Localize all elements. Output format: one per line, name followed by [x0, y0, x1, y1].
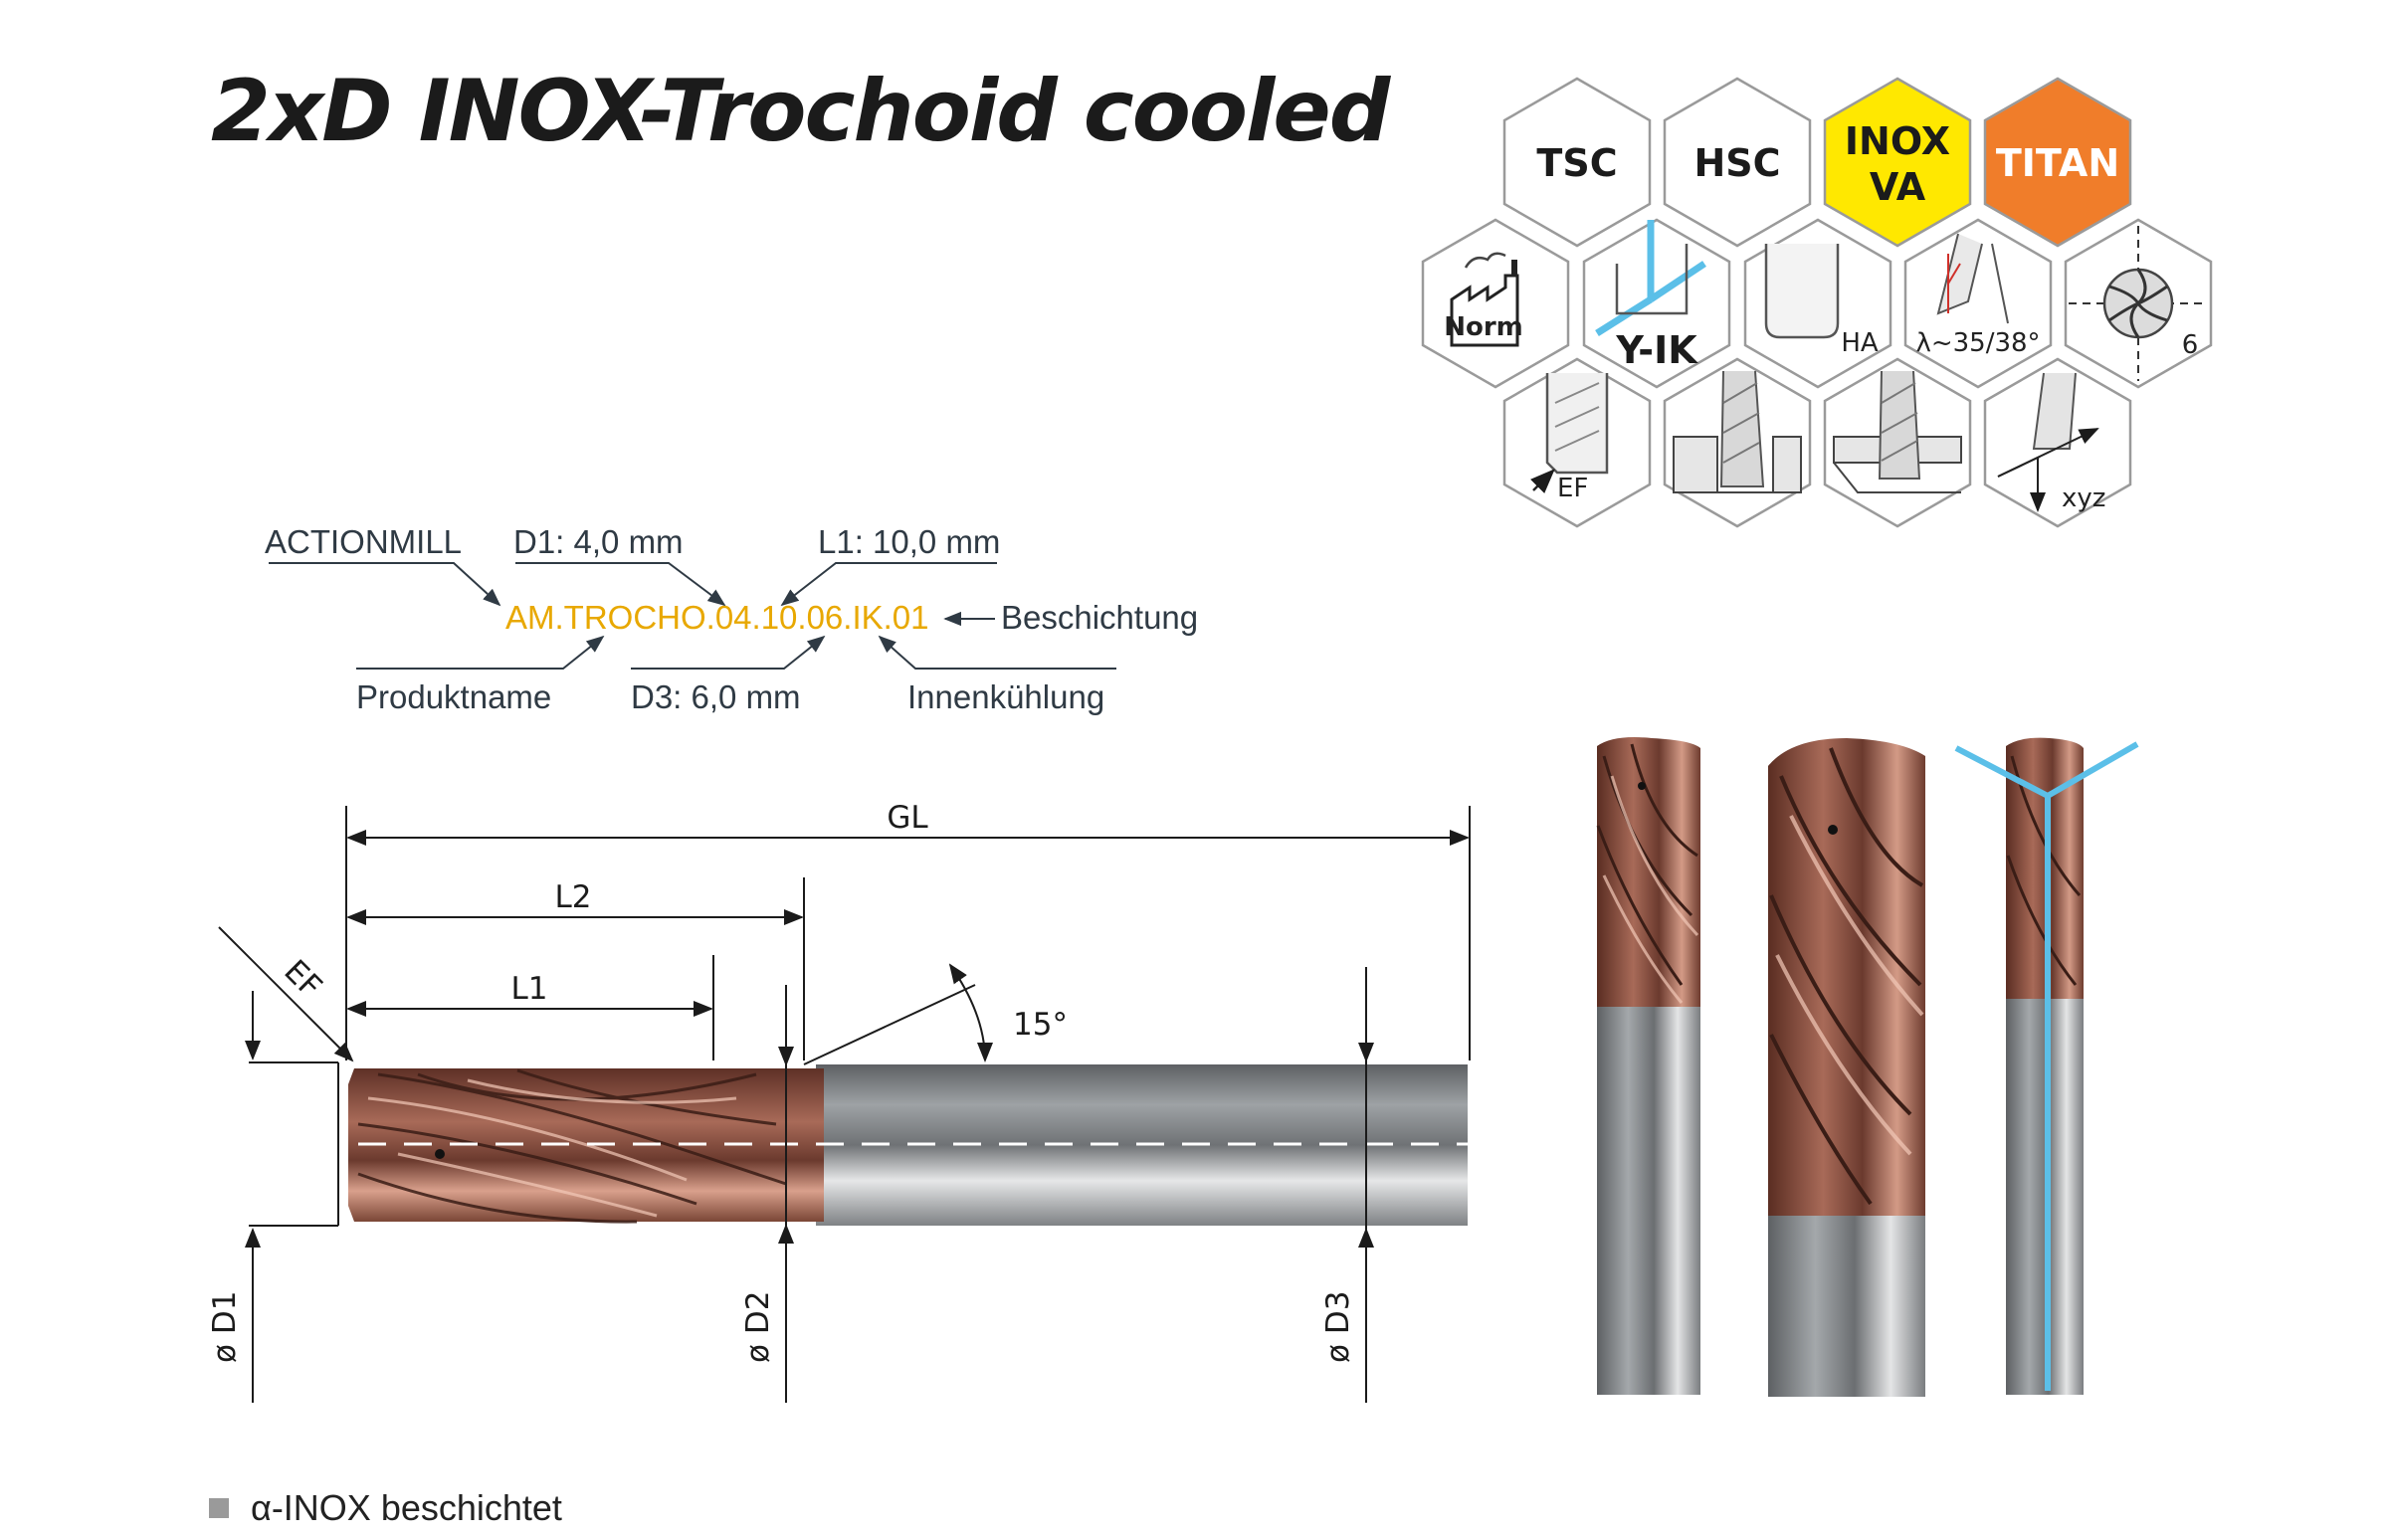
helix-angle-icon: λ~35/38° — [1903, 218, 2053, 389]
l2-label: L2 — [555, 879, 592, 915]
3d-milling-icon: xyz — [1983, 357, 2132, 528]
hsc-icon: HSC — [1663, 77, 1812, 248]
d3-code-label: D3: 6,0 mm — [631, 678, 801, 715]
titan-label: TITAN — [1996, 141, 2119, 185]
slotting-icon — [1663, 357, 1812, 528]
tool-render-cooling — [1954, 737, 2139, 1395]
gl-label: GL — [887, 800, 928, 836]
ha-label: HA — [1841, 328, 1879, 358]
coating-code-label: Beschichtung — [1001, 599, 1198, 636]
l1-code-label: L1: 10,0 mm — [818, 523, 1000, 560]
xyz-label: xyz — [2062, 483, 2105, 513]
tsc-label: TSC — [1536, 141, 1617, 185]
tsc-icon: TSC — [1502, 77, 1652, 248]
y-cooling-icon: Y-IK — [1582, 218, 1731, 389]
icon-grid: TSC HSC INOX VA TITAN Norm Y-IK — [1421, 77, 2213, 528]
d3-label: ø D3 — [1320, 1291, 1356, 1363]
ef-icon-label: EF — [1557, 474, 1588, 503]
brand-label: ACTIONMILL — [265, 523, 462, 560]
legend-text: α-INOX beschichtet — [251, 1487, 562, 1528]
legend-square-icon — [209, 1498, 229, 1518]
inox-va-icon: INOX VA — [1823, 77, 1972, 248]
inox-label: INOX — [1845, 119, 1950, 163]
angle-label: 15° — [1013, 1007, 1068, 1043]
titan-icon: TITAN — [1983, 77, 2132, 248]
factory-norm-icon: Norm — [1421, 218, 1570, 389]
d1-label: ø D1 — [207, 1291, 243, 1363]
flute-count-label: 6 — [2182, 330, 2199, 360]
hsc-label: HSC — [1693, 141, 1780, 185]
product-code: AM.TROCHO.04.10.06.IK.01 — [505, 599, 929, 636]
tool-render-small — [1596, 737, 1700, 1395]
tool-render-large — [1768, 738, 1925, 1397]
ef-label: EF — [277, 953, 328, 1005]
legend: α-INOX beschichtet — [209, 1487, 562, 1529]
product-code-diagram: ACTIONMILL D1: 4,0 mm L1: 10,0 mm AM.TRO… — [265, 523, 1198, 715]
page-title: 2xD INOX-Trochoid cooled — [211, 62, 1390, 161]
l1-label: L1 — [511, 971, 548, 1007]
norm-label: Norm — [1444, 312, 1523, 342]
d1-code-label: D1: 4,0 mm — [513, 523, 684, 560]
pocketing-icon — [1823, 357, 1972, 528]
technical-drawing: GL L2 L1 EF 15° ø D1 ø D2 ø D3 — [207, 800, 1471, 1403]
cooling-code-label: Innenkühlung — [907, 678, 1104, 715]
helix-label: λ~35/38° — [1915, 328, 2040, 358]
flute-count-icon: 6 — [2064, 218, 2213, 389]
shank-ha-icon: HA — [1743, 218, 1892, 389]
product-name-label: Produktname — [356, 678, 551, 715]
va-label: VA — [1870, 165, 1926, 209]
d2-label: ø D2 — [740, 1291, 776, 1363]
corner-chamfer-icon: EF — [1502, 357, 1652, 528]
yik-label: Y-IK — [1615, 328, 1698, 372]
